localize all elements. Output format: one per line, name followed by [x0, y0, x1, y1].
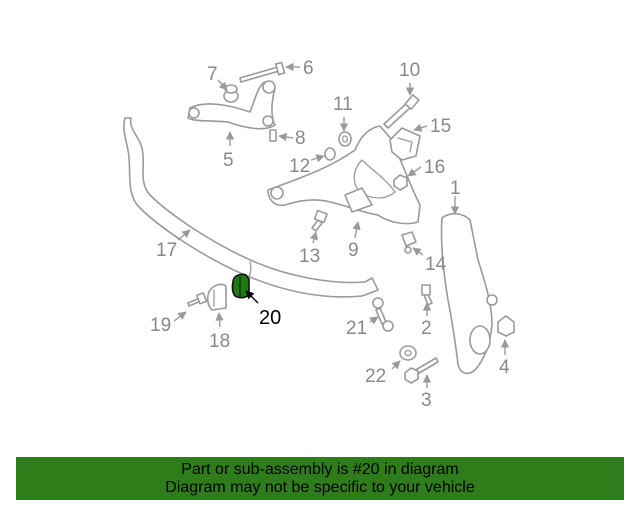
callout-14: 14 — [425, 254, 447, 275]
bolt-19 — [187, 292, 208, 307]
bolt-2 — [421, 284, 433, 306]
steering-knuckle — [440, 212, 498, 375]
callout-18: 18 — [209, 331, 230, 352]
callout-6: 6 — [303, 58, 314, 79]
callout-4: 4 — [499, 357, 510, 378]
callout-22: 22 — [365, 366, 386, 387]
callout-15: 15 — [430, 116, 451, 137]
stabilizer-bar — [123, 117, 379, 298]
callout-20: 20 — [259, 307, 281, 329]
callout-16: 16 — [424, 157, 445, 178]
upper-arm-nut — [269, 129, 277, 142]
callout-3: 3 — [421, 390, 432, 411]
stabilizer-bushing-highlighted — [231, 273, 250, 299]
callout-12: 12 — [289, 156, 310, 177]
leader-lines — [173, 62, 510, 388]
stabilizer-link — [372, 297, 394, 332]
callout-1: 1 — [450, 178, 461, 199]
callout-21: 21 — [346, 318, 367, 339]
lower-control-arm — [267, 125, 421, 225]
callout-19: 19 — [150, 315, 171, 336]
banner-line-1: Part or sub-assembly is #20 in diagram — [181, 461, 459, 478]
washer — [338, 131, 352, 147]
callout-17: 17 — [156, 240, 177, 261]
upper-arm-bushing — [223, 84, 239, 103]
bolt-13 — [311, 209, 328, 232]
bracket — [389, 127, 421, 161]
info-banner: Part or sub-assembly is #20 in diagram D… — [16, 457, 624, 500]
callout-7: 7 — [207, 64, 218, 85]
stabilizer-bracket — [206, 283, 227, 311]
parts-diagram: 1 2 3 4 5 6 7 8 9 10 11 12 13 14 15 16 1… — [123, 58, 515, 411]
nut-16 — [393, 174, 408, 191]
callout-5: 5 — [223, 150, 234, 171]
link-bushing — [399, 345, 417, 361]
banner-line-2: Diagram may not be specific to your vehi… — [165, 479, 475, 496]
upper-control-arm — [187, 80, 276, 130]
callout-9: 9 — [348, 240, 359, 261]
callout-11: 11 — [333, 94, 353, 115]
hub-nut — [497, 315, 515, 337]
callout-8: 8 — [295, 128, 306, 149]
bolt-3 — [404, 357, 439, 384]
callout-10: 10 — [399, 60, 420, 81]
callout-13: 13 — [299, 246, 320, 267]
bushing-nut — [324, 147, 336, 161]
ball-joint — [401, 231, 417, 254]
upper-arm-bolt — [239, 61, 286, 83]
callout-2: 2 — [421, 318, 432, 339]
lower-arm-long-bolt — [383, 94, 420, 129]
